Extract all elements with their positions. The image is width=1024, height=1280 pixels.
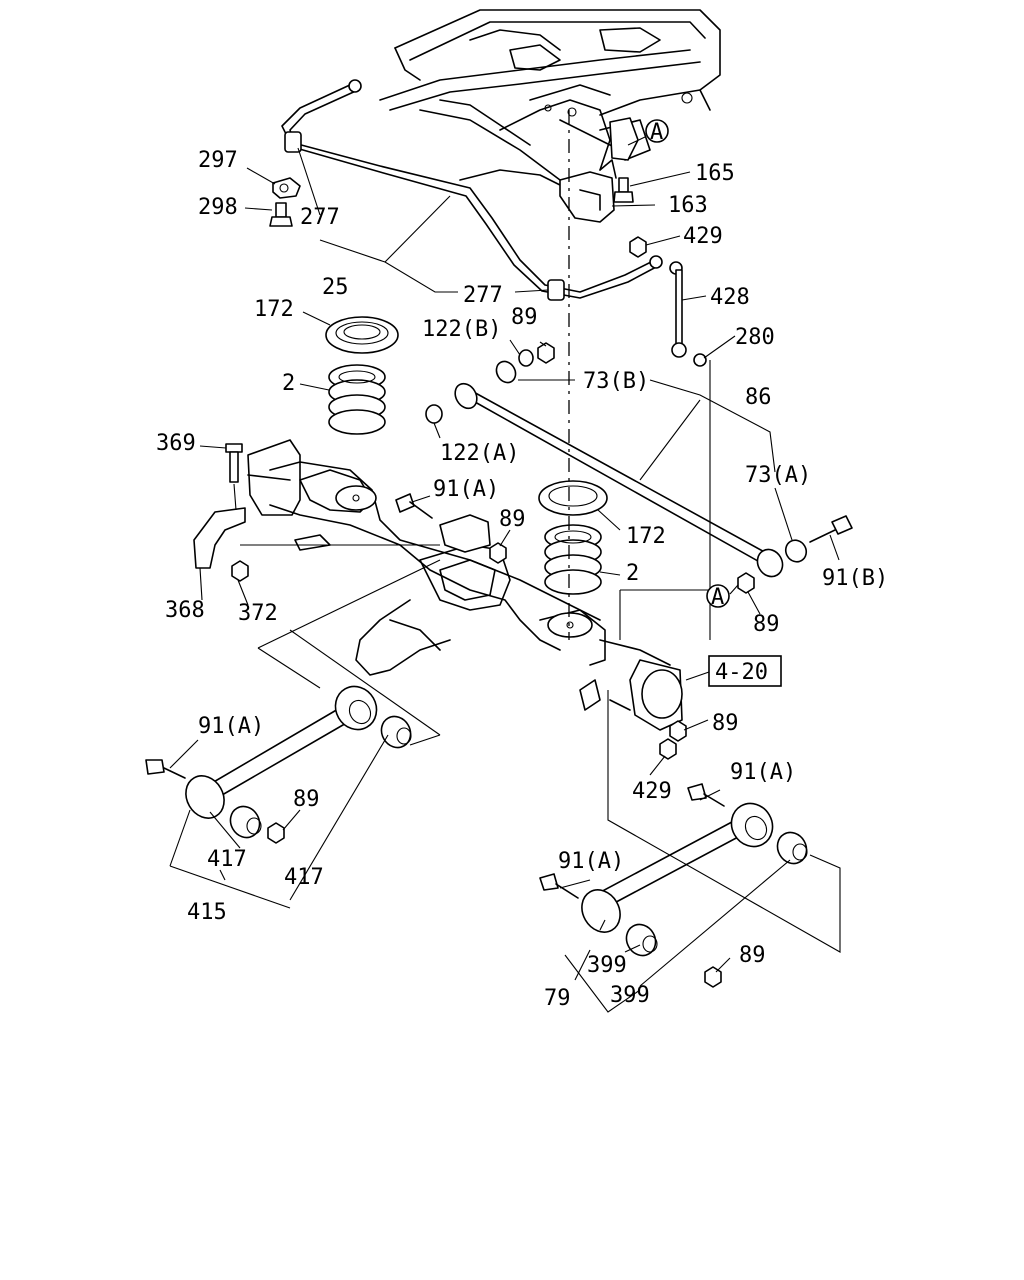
- callout-89-top: 89: [511, 305, 538, 330]
- callout-415: 415: [187, 900, 227, 925]
- callout-399-lower: 399: [587, 953, 627, 978]
- mount-bracket-a: [609, 117, 639, 161]
- callout-417-upper: 417: [284, 865, 324, 890]
- bolt-298: [269, 202, 293, 227]
- callout-372: 372: [238, 601, 278, 626]
- reference-box: 4-20: [708, 655, 782, 687]
- nut-89-bottom-right: [704, 966, 722, 988]
- nut-89-center: [489, 542, 507, 564]
- nut-372: [231, 560, 249, 582]
- callout-91a-right: 91(A): [730, 760, 796, 785]
- trailing-link-415: [185, 685, 378, 819]
- bushing-417-lower: [229, 805, 262, 839]
- callout-122a: 122(A): [440, 441, 519, 466]
- nut-89-lower-right: [669, 720, 687, 742]
- bracket-163: [559, 159, 617, 223]
- spring-seat-172-upper: [325, 316, 399, 354]
- callout-25: 25: [322, 275, 349, 300]
- bushing-122b: [495, 349, 534, 384]
- bolt-165: [613, 177, 634, 203]
- trailing-link-79: [581, 802, 774, 933]
- callout-91a-left: 91(A): [198, 714, 264, 739]
- coil-spring-2-left: [328, 364, 386, 435]
- link-428: [669, 261, 687, 358]
- washer-122a: [425, 404, 443, 424]
- nut-89-right: [737, 572, 755, 594]
- callout-73a: 73(A): [745, 463, 811, 488]
- callout-298: 298: [198, 195, 238, 220]
- washer-280: [693, 353, 707, 367]
- callout-165: 165: [695, 161, 735, 186]
- callout-2-right: 2: [626, 561, 639, 586]
- stabilizer-bar: [281, 79, 663, 301]
- callout-369: 369: [156, 431, 196, 456]
- callout-172-upper: 172: [254, 297, 294, 322]
- bolt-91a-center: [395, 493, 433, 519]
- bolt-91b: [809, 515, 853, 543]
- bolt-369: [225, 443, 243, 483]
- marker-a-top-label: A: [650, 120, 663, 145]
- nut-429-lower: [659, 738, 677, 760]
- bushing-417-upper: [380, 715, 412, 749]
- callout-89-lower-right: 89: [712, 711, 739, 736]
- callout-89-bottom-right: 89: [739, 943, 766, 968]
- callout-89-left: 89: [293, 787, 320, 812]
- marker-a-top: A: [645, 119, 669, 145]
- callout-368: 368: [165, 598, 205, 623]
- bracket-center: [439, 514, 491, 553]
- callout-79: 79: [544, 986, 571, 1011]
- callout-428: 428: [710, 285, 750, 310]
- callout-163: 163: [668, 193, 708, 218]
- bushing-399-lower: [625, 923, 658, 957]
- marker-a-lower: A: [706, 584, 730, 610]
- callout-297: 297: [198, 148, 238, 173]
- callout-91a-lower-right: 91(A): [558, 849, 624, 874]
- bolt-91a-left: [145, 759, 186, 779]
- callout-91a-center: 91(A): [433, 477, 499, 502]
- callout-86: 86: [745, 385, 772, 410]
- nut-89-top: [537, 342, 555, 364]
- coil-spring-2-right: [544, 524, 602, 595]
- marker-a-lower-label: A: [711, 585, 724, 610]
- callout-91b: 91(B): [822, 566, 888, 591]
- callout-labels: 297 298 277 25 277 165 163 429 428 172 1…: [156, 148, 888, 1011]
- callout-417-lower: 417: [207, 847, 247, 872]
- bolt-91a-lower-right: [539, 873, 579, 899]
- callout-429-top: 429: [683, 224, 723, 249]
- callout-399-upper: 399: [610, 983, 650, 1008]
- callout-89-right: 89: [753, 612, 780, 637]
- bushing-73a: [784, 539, 808, 563]
- callout-429-lower: 429: [632, 779, 672, 804]
- reference-box-label: 4-20: [715, 660, 768, 685]
- bracket-297: [272, 177, 301, 199]
- chassis-frame: [379, 9, 721, 191]
- callout-277-upper: 277: [300, 205, 340, 230]
- leader-lines: [169, 136, 841, 1013]
- nut-89-left: [267, 822, 285, 844]
- rear-axle-housing: [247, 439, 683, 731]
- bushing-399-upper: [776, 831, 808, 865]
- callout-280: 280: [735, 325, 775, 350]
- nut-429-top: [629, 236, 647, 258]
- bracket-368: [193, 507, 246, 569]
- lateral-rod-73: [454, 382, 784, 578]
- callout-122b: 122(B): [422, 317, 501, 342]
- callout-277-lower: 277: [463, 283, 503, 308]
- callout-172-lower: 172: [626, 524, 666, 549]
- callout-2-left: 2: [282, 371, 295, 396]
- callout-89-center: 89: [499, 507, 526, 532]
- spring-seat-172-lower: [538, 480, 608, 516]
- callout-73b: 73(B): [583, 369, 649, 394]
- bolt-91a-right: [687, 783, 725, 807]
